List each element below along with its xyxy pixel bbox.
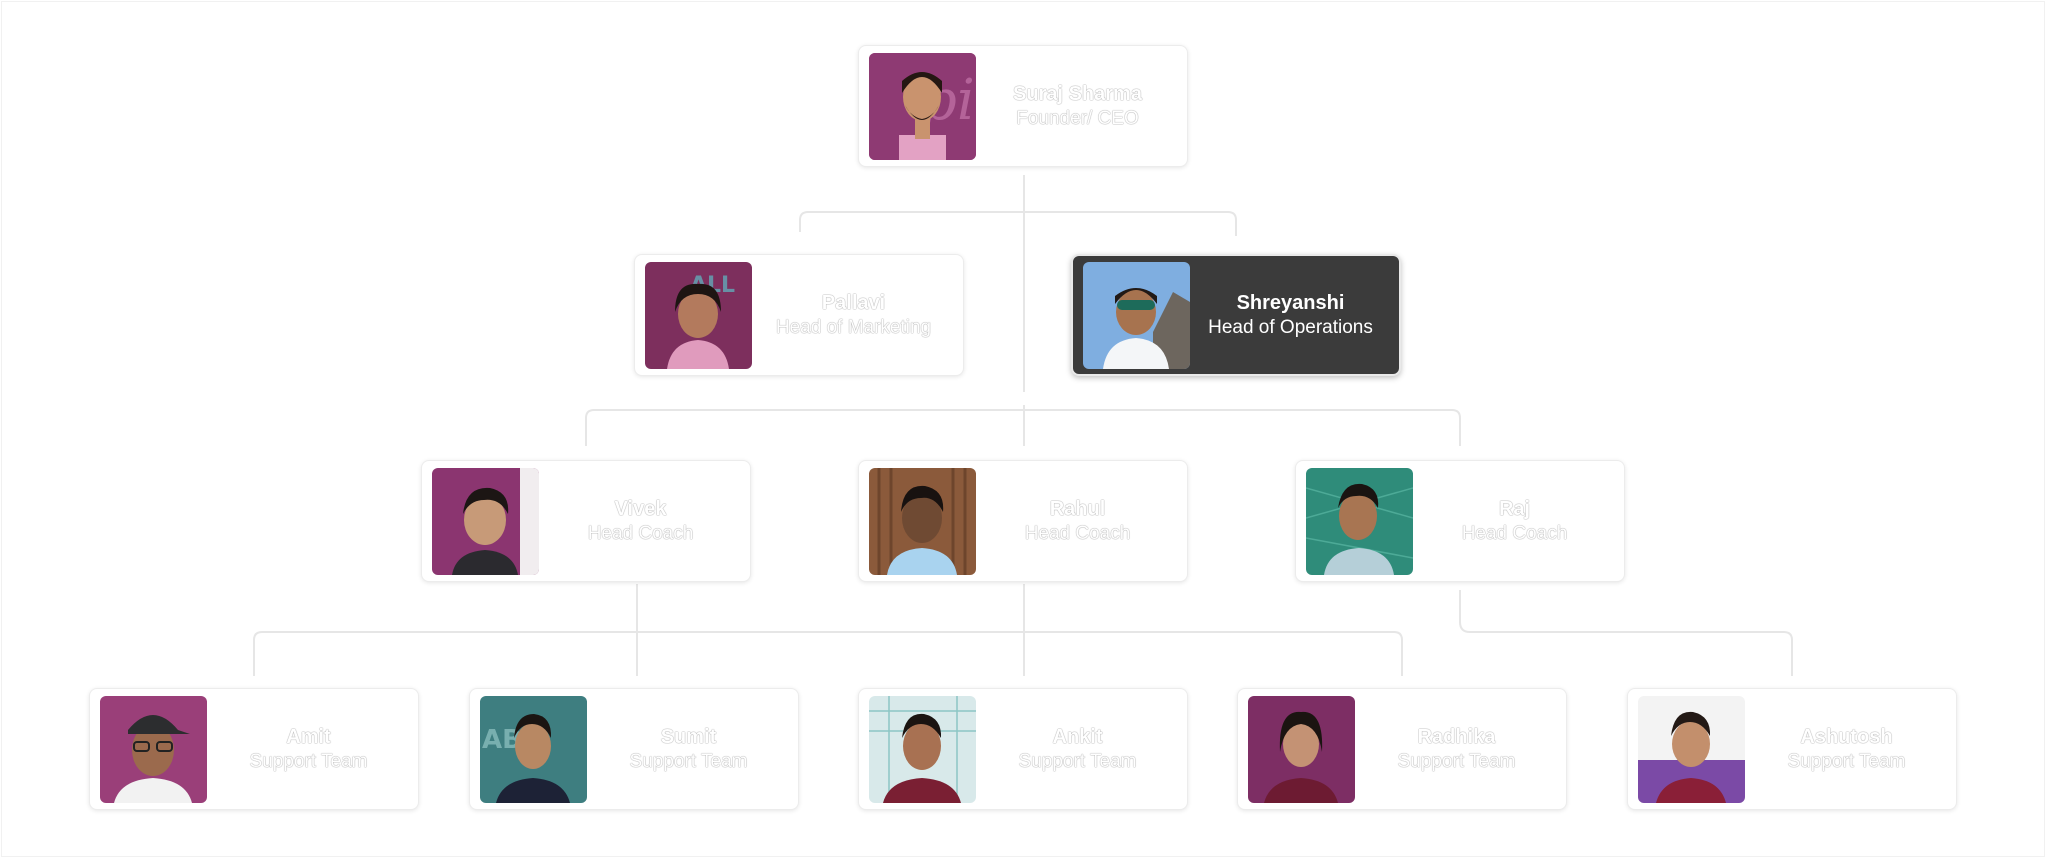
connector-to-raj: [1023, 405, 1461, 446]
connector-rahul-to-radhika: [1024, 631, 1403, 676]
node-name: Ashutosh: [1800, 725, 1893, 748]
node-pallavi[interactable]: ALL Pallavi Head of Marketing: [634, 254, 964, 376]
avatar-ankit: [869, 695, 976, 803]
node-sumit[interactable]: AB Sumit Support Team: [469, 688, 799, 810]
node-rahul[interactable]: Rahul Head Coach: [858, 460, 1188, 582]
connector-to-vivek: [585, 405, 1025, 446]
node-name: Suraj Sharma: [1013, 82, 1142, 105]
node-ashutosh[interactable]: Ashutosh Support Team: [1627, 688, 1957, 810]
node-role: Support Team: [1787, 750, 1906, 772]
connector-surya-to-shreyanshi: [1023, 200, 1237, 236]
avatar-suraj-sharma: pi: [869, 52, 976, 160]
connector-surya-to-pallavi: [799, 200, 1025, 232]
node-name: Amit: [286, 725, 331, 748]
avatar-raj: [1306, 467, 1413, 575]
node-amit[interactable]: Amit Support Team: [89, 688, 419, 810]
node-name: Radhika: [1417, 725, 1496, 748]
node-role: Support Team: [629, 750, 748, 772]
node-role: Head Coach: [1461, 522, 1568, 544]
node-vivek[interactable]: Vivek Head Coach: [421, 460, 751, 582]
node-name: Shreyanshi: [1236, 291, 1345, 314]
avatar-amit: [100, 695, 207, 803]
connector-raj-to-ashutosh: [1459, 590, 1793, 676]
node-role: Head Coach: [1024, 522, 1131, 544]
node-name: Vivek: [614, 497, 667, 520]
avatar-radhika: [1248, 695, 1355, 803]
node-radhika[interactable]: Radhika Support Team: [1237, 688, 1567, 810]
node-name: Ankit: [1052, 725, 1103, 748]
connector-rahul-to-amit: [253, 631, 1024, 676]
node-suraj-sharma[interactable]: pi Suraj Sharma Founder/ CEO: [858, 45, 1188, 167]
avatar-vivek: [432, 467, 539, 575]
node-name: Sumit: [660, 725, 717, 748]
node-role: Head Coach: [587, 522, 694, 544]
node-role: Head of Operations: [1208, 316, 1373, 338]
node-raj[interactable]: Raj Head Coach: [1295, 460, 1625, 582]
avatar-ashutosh: [1638, 695, 1745, 803]
node-role: Head of Marketing: [775, 316, 932, 338]
node-name: Raj: [1498, 497, 1531, 520]
avatar-shreyanshi: [1083, 261, 1190, 369]
node-role: Support Team: [1397, 750, 1516, 772]
node-shreyanshi[interactable]: Shreyanshi Head of Operations: [1071, 254, 1401, 376]
node-name: Rahul: [1049, 497, 1106, 520]
node-role: Founder/ CEO: [1016, 107, 1139, 129]
avatar-pallavi: ALL: [645, 261, 752, 369]
avatar-sumit: AB: [480, 695, 587, 803]
node-name: Pallavi: [821, 291, 886, 314]
node-role: Support Team: [249, 750, 368, 772]
node-role: Support Team: [1018, 750, 1137, 772]
node-ankit[interactable]: Ankit Support Team: [858, 688, 1188, 810]
avatar-rahul: [869, 467, 976, 575]
